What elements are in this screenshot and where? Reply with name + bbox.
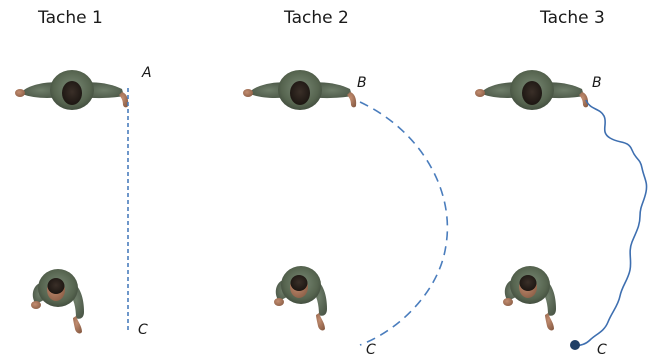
- task-2-panel: [243, 70, 447, 345]
- task-1-panel: [15, 70, 128, 333]
- task-3-panel: [475, 70, 647, 350]
- task-1-person-end: [31, 269, 84, 333]
- task-1-person-start: [15, 70, 128, 110]
- task-3-person-start: [475, 70, 588, 110]
- task-3-person-end: [503, 266, 556, 330]
- task-2-curved-path: [360, 102, 447, 345]
- task-3-wavy-path: [576, 100, 647, 345]
- task-2-person-start: [243, 70, 356, 110]
- task-3-end-marker: [570, 340, 580, 350]
- task-2-person-end: [274, 266, 327, 330]
